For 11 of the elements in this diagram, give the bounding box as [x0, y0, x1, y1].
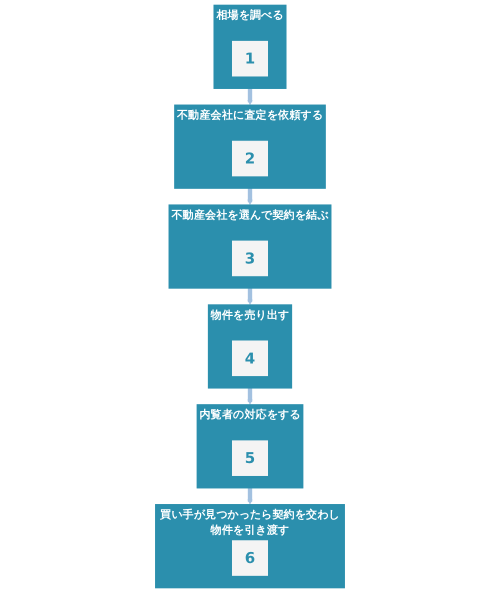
node-box: 1 — [232, 40, 268, 76]
node-box: 6 — [232, 540, 268, 576]
node-box: 3 — [232, 240, 268, 276]
arrow — [247, 488, 253, 505]
arrow — [247, 288, 253, 305]
arrow — [247, 88, 253, 106]
arrow — [247, 188, 253, 205]
node-box: 4 — [232, 340, 268, 376]
arrow — [247, 388, 253, 405]
node-box: 2 — [232, 140, 268, 176]
node-box: 5 — [232, 440, 268, 476]
